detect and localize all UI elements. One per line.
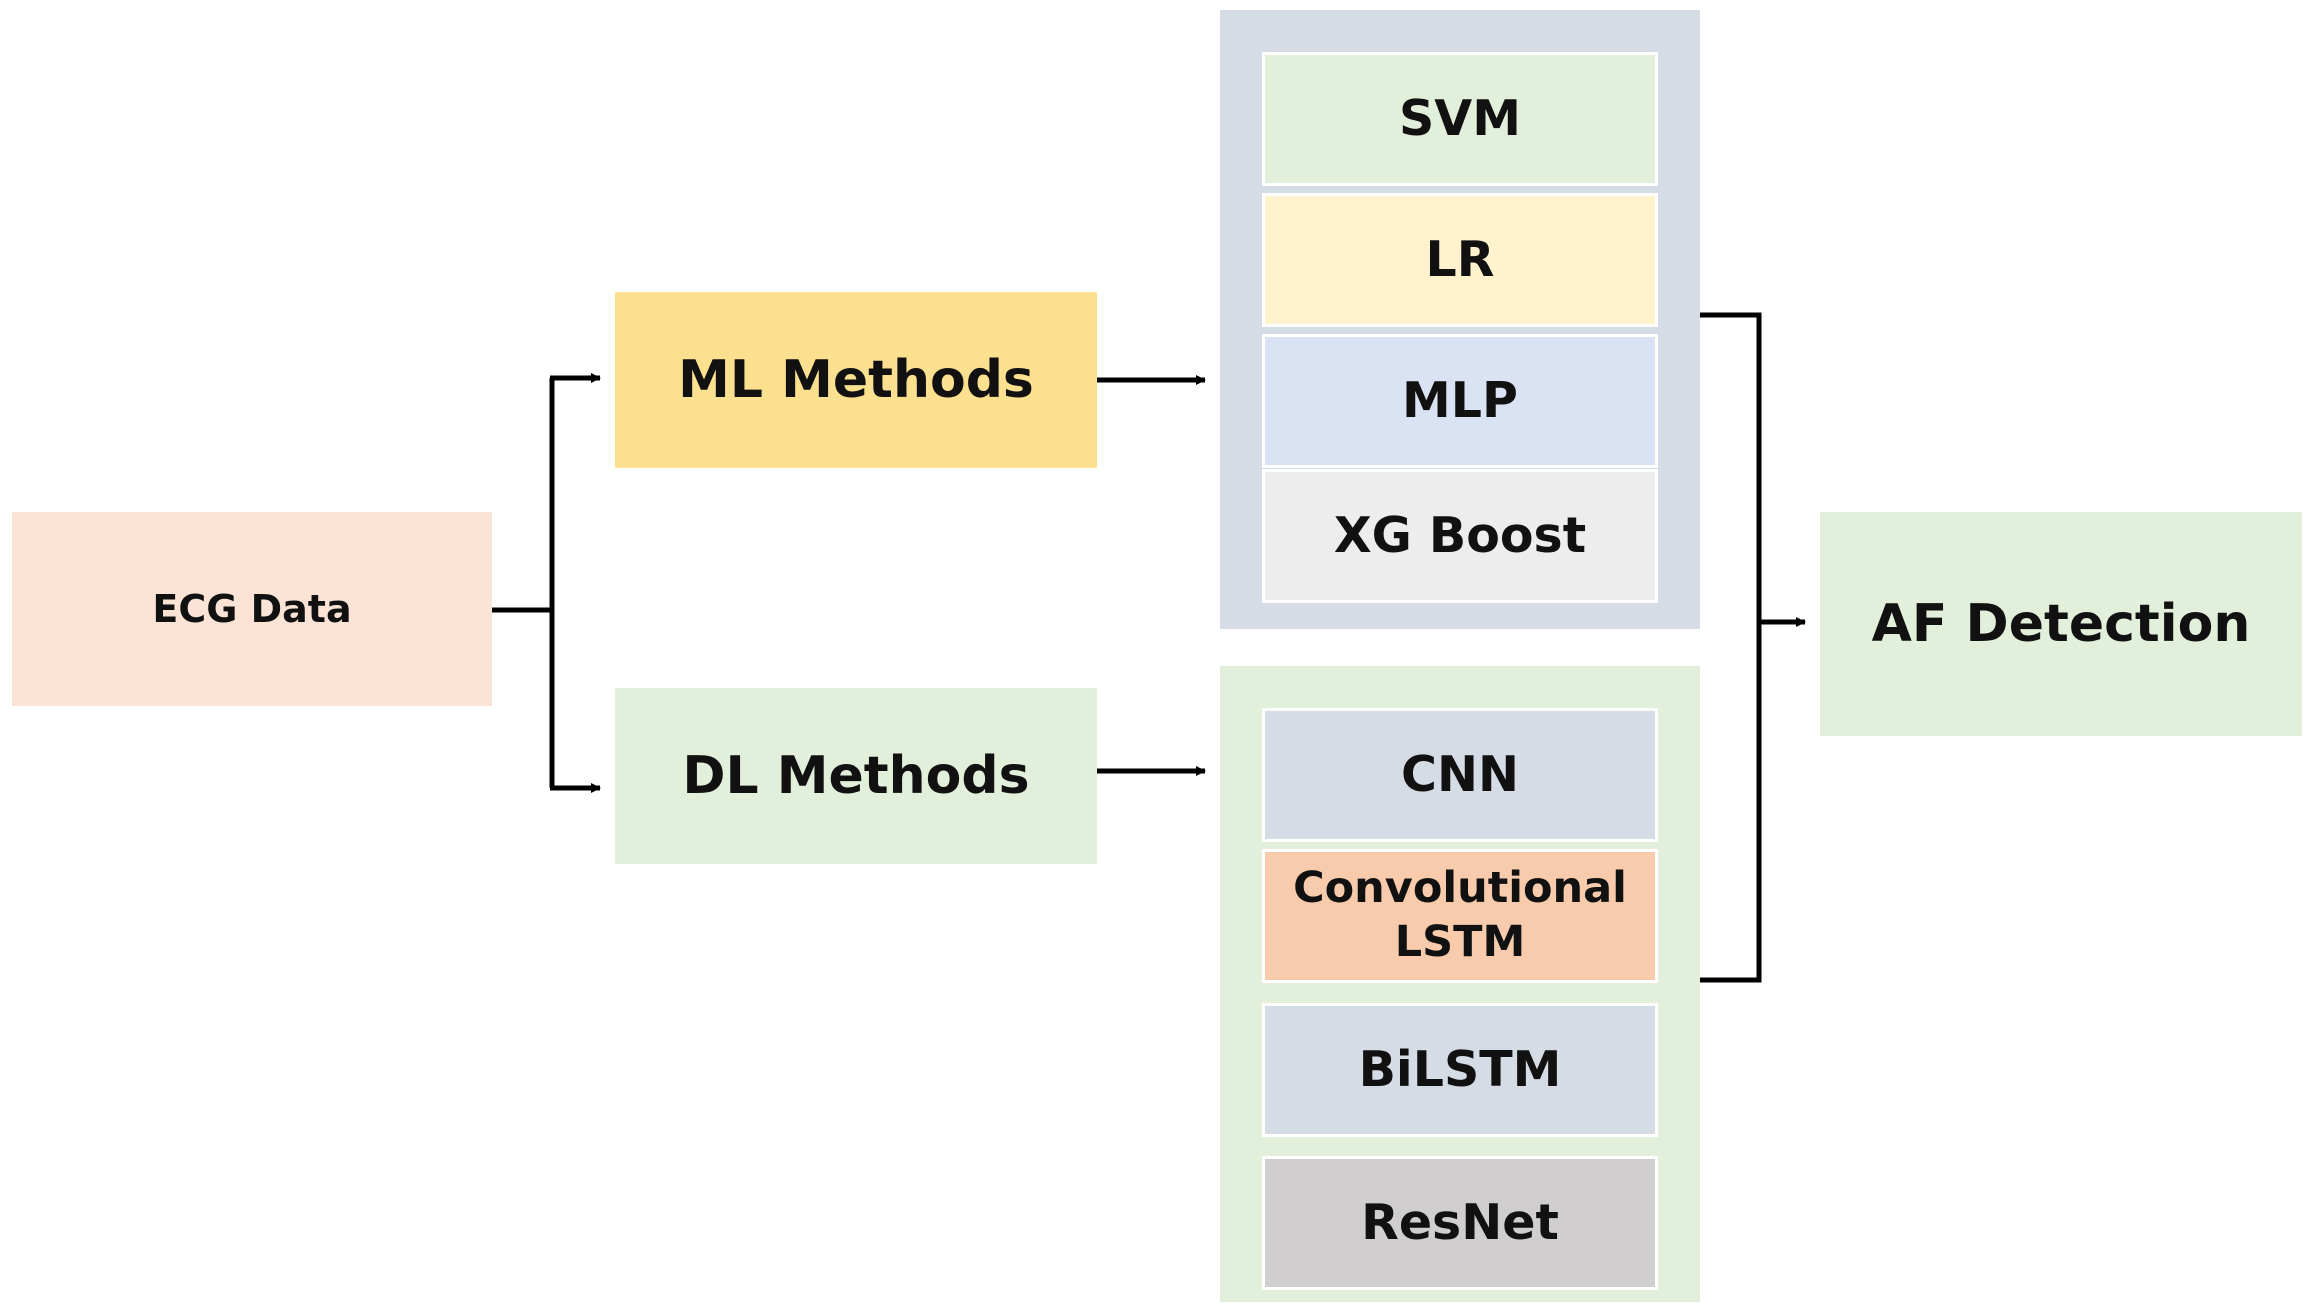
convolutional-lstm-label: Convolutional LSTM — [1293, 863, 1627, 967]
lr-label: LR — [1425, 231, 1495, 289]
resnet-box: ResNet — [1262, 1156, 1658, 1290]
ml-models-group: SVM LR MLP XG Boost — [1220, 10, 1700, 629]
ml-methods-label: ML Methods — [678, 350, 1034, 410]
xgboost-box: XG Boost — [1262, 469, 1658, 603]
merge-bracket — [1700, 312, 1762, 983]
dl-models-group: CNN Convolutional LSTM BiLSTM ResNet — [1220, 666, 1700, 1302]
ml-methods-box: ML Methods — [615, 292, 1097, 468]
af-detection-label: AF Detection — [1871, 594, 2251, 654]
af-detection-box: AF Detection — [1820, 512, 2302, 736]
ecg-data-label: ECG Data — [152, 587, 352, 631]
cnn-box: CNN — [1262, 708, 1658, 842]
bilstm-label: BiLSTM — [1358, 1041, 1562, 1099]
xgboost-label: XG Boost — [1333, 507, 1587, 565]
svm-label: SVM — [1399, 90, 1521, 148]
dl-methods-label: DL Methods — [682, 746, 1030, 806]
ecg-data-box: ECG Data — [12, 512, 492, 706]
mlp-label: MLP — [1402, 372, 1518, 430]
bilstm-box: BiLSTM — [1262, 1003, 1658, 1137]
lr-box: LR — [1262, 193, 1658, 327]
resnet-label: ResNet — [1361, 1194, 1559, 1252]
mlp-box: MLP — [1262, 334, 1658, 468]
convolutional-lstm-box: Convolutional LSTM — [1262, 849, 1658, 983]
dl-methods-box: DL Methods — [615, 688, 1097, 864]
svm-box: SVM — [1262, 52, 1658, 186]
cnn-label: CNN — [1401, 746, 1519, 804]
